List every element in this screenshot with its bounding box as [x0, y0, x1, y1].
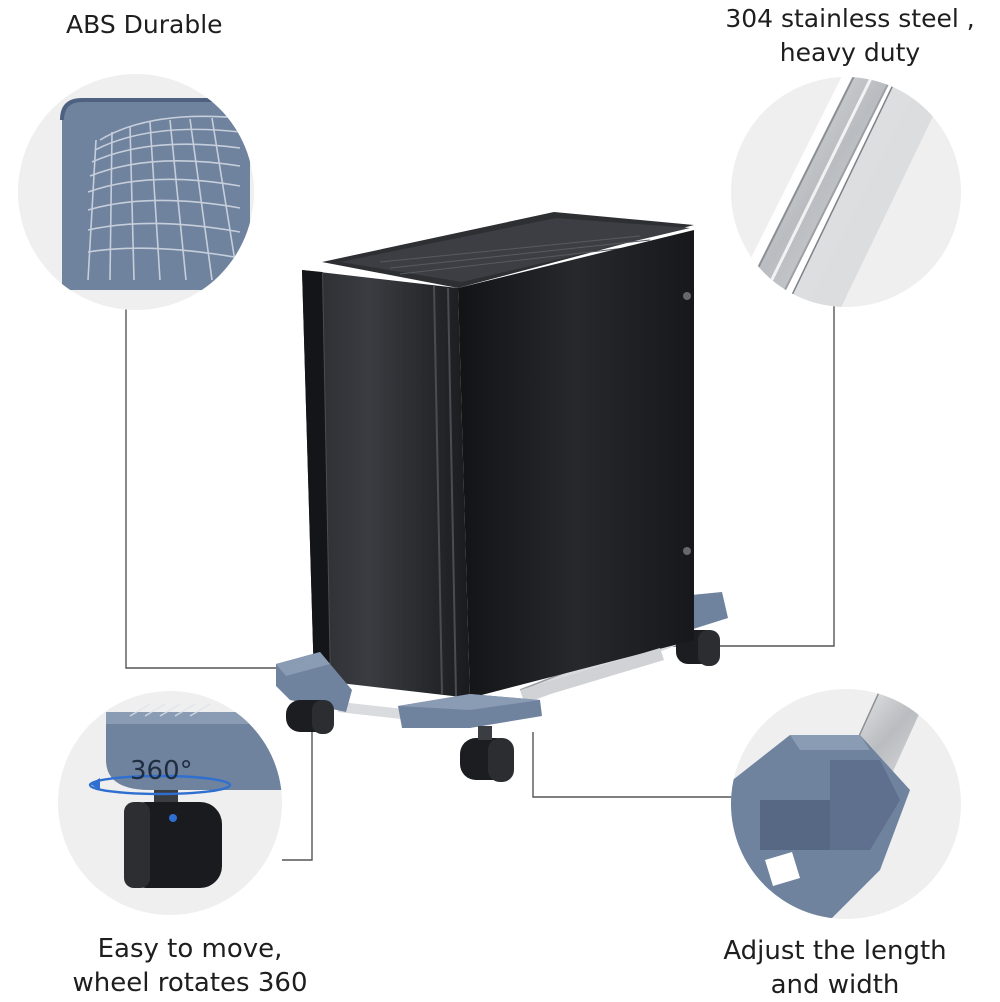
rotation-degree-text: 360°	[130, 756, 193, 786]
abs-durable-label: ABS Durable	[66, 10, 223, 40]
adjust-detail-circle	[731, 689, 961, 919]
pc-case-stand-illustration	[276, 212, 728, 782]
adjust-size-line1: Adjust the length	[723, 936, 947, 966]
stainless-steel-label: 304 stainless steel , heavy duty	[700, 2, 1000, 70]
abs-detail-circle	[18, 74, 254, 310]
easy-to-move-line1: Easy to move,	[97, 934, 283, 964]
adjust-size-label: Adjust the length and width	[690, 934, 980, 1002]
stainless-steel-line2: heavy duty	[779, 38, 921, 67]
leader-line-wheel	[282, 712, 313, 861]
adjust-size-line2: and width	[770, 970, 900, 1000]
easy-to-move-line2: wheel rotates 360	[72, 968, 308, 998]
stainless-steel-line1: 304 stainless steel ,	[725, 4, 975, 33]
leader-line-adjust	[532, 732, 740, 798]
leader-line-abs	[125, 300, 310, 669]
steel-detail-circle	[731, 77, 961, 307]
easy-to-move-label: Easy to move, wheel rotates 360	[40, 932, 340, 1000]
abs-durable-text: ABS Durable	[66, 10, 223, 39]
wheel-detail-circle	[58, 691, 282, 915]
